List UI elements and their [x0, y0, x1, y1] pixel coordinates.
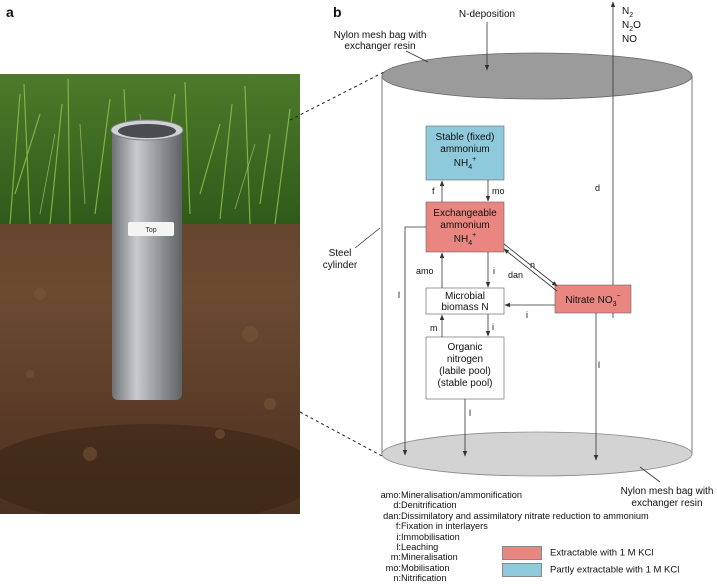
bottom-resin-bag	[381, 431, 693, 477]
top-resin-bag	[381, 52, 693, 100]
label-i1: i	[493, 266, 495, 276]
top-bag-label-1: Nylon mesh bag with	[334, 30, 427, 41]
label-d: d	[595, 183, 600, 193]
legend-row-dan: dan:Dissimilatory and assimilatory nitra…	[383, 510, 649, 521]
nitrate-box-label: Nitrate NO3−	[565, 293, 620, 308]
organic-box-line2: nitrogen	[447, 354, 483, 365]
label-mo: mo	[492, 186, 505, 196]
top-bag-pointer	[405, 50, 429, 63]
swatch-partly-extractable: Partly extractable with 1 M KCl	[502, 563, 679, 577]
steel-cylinder-label-1: Steel	[329, 248, 352, 259]
organic-box-line1: Organic	[447, 342, 482, 353]
organic-box-line4: (stable pool)	[437, 378, 492, 389]
arrow-leaching-ammonium	[402, 226, 426, 456]
label-f: f	[432, 186, 435, 196]
microbial-box-line2: biomass N	[441, 302, 488, 313]
abbreviation-legend: amo:Mineralisation/ammonification d:Deni…	[355, 490, 649, 584]
label-l2: l	[469, 408, 471, 418]
microbial-biomass-box	[425, 287, 505, 315]
bottom-bag-label-1: Nylon mesh bag with	[621, 486, 714, 497]
top-bag-label-2: exchanger resin	[344, 41, 415, 52]
organic-box-line3: (labile pool)	[439, 366, 491, 377]
photo-tag-label	[128, 222, 174, 236]
photo-tag-text: Top	[145, 227, 156, 234]
legend-row-m: m:Mineralisation	[390, 552, 458, 563]
legend-row-mo: mo:Mobilisation	[385, 562, 450, 573]
label-amo: amo	[416, 266, 434, 276]
dash-connector-bottom	[299, 411, 383, 457]
soil-core-photo: Top	[0, 74, 300, 514]
organic-nitrogen-box	[425, 336, 505, 400]
steel-cylinder-label-2: cylinder	[323, 260, 358, 271]
bottom-bag-pointer	[639, 466, 661, 483]
arrow-nitrification	[503, 243, 558, 287]
gas-no: NO	[622, 34, 637, 45]
exch-box-line3: NH4+	[454, 232, 476, 247]
bottom-bag-label-2: exchanger resin	[631, 498, 702, 509]
gas-n2o: N2O	[622, 20, 641, 33]
legend-row-amo: amo:Mineralisation/ammonification	[380, 490, 523, 500]
n-deposition-label: N-deposition	[459, 9, 515, 20]
stable-box-line2: ammonium	[440, 144, 489, 155]
stable-box-line1: Stable (fixed)	[436, 132, 495, 143]
stable-box-line3: NH4+	[454, 156, 476, 171]
label-dan: dan	[508, 270, 523, 280]
dash-connector-top	[289, 71, 385, 121]
arrow-dan	[503, 248, 558, 292]
label-i2: i	[526, 310, 528, 320]
panel-label-b: b	[333, 4, 342, 20]
microbial-box-line1: Microbial	[445, 291, 485, 302]
label-l1: l	[398, 290, 400, 300]
nitrate-box	[554, 284, 632, 314]
legend-row-d: d:Denitrification	[393, 500, 457, 511]
exch-box-line1: Exchangeable	[433, 208, 497, 219]
label-m: m	[430, 323, 438, 333]
swatch-red	[502, 546, 542, 560]
exch-box-line2: ammonium	[440, 220, 489, 231]
exchangeable-ammonium-box	[425, 201, 505, 253]
legend-row-i: i:Immobilisation	[396, 531, 460, 542]
legend-row-f: f:Fixation in interlayers	[395, 521, 488, 532]
steel-cylinder-pointer	[354, 227, 381, 249]
panel-label-a: a	[6, 4, 14, 20]
legend-row-l: l:Leaching	[396, 542, 439, 553]
gas-n2: N2	[622, 6, 633, 19]
stable-ammonium-box	[425, 125, 505, 181]
legend-row-n: n:Nitrification	[393, 573, 447, 584]
swatch-blue	[502, 563, 542, 577]
label-l3: l	[598, 360, 600, 370]
label-n: n	[530, 260, 535, 270]
label-i3: i	[492, 322, 494, 332]
swatch-extractable: Extractable with 1 M KCl	[502, 546, 653, 560]
